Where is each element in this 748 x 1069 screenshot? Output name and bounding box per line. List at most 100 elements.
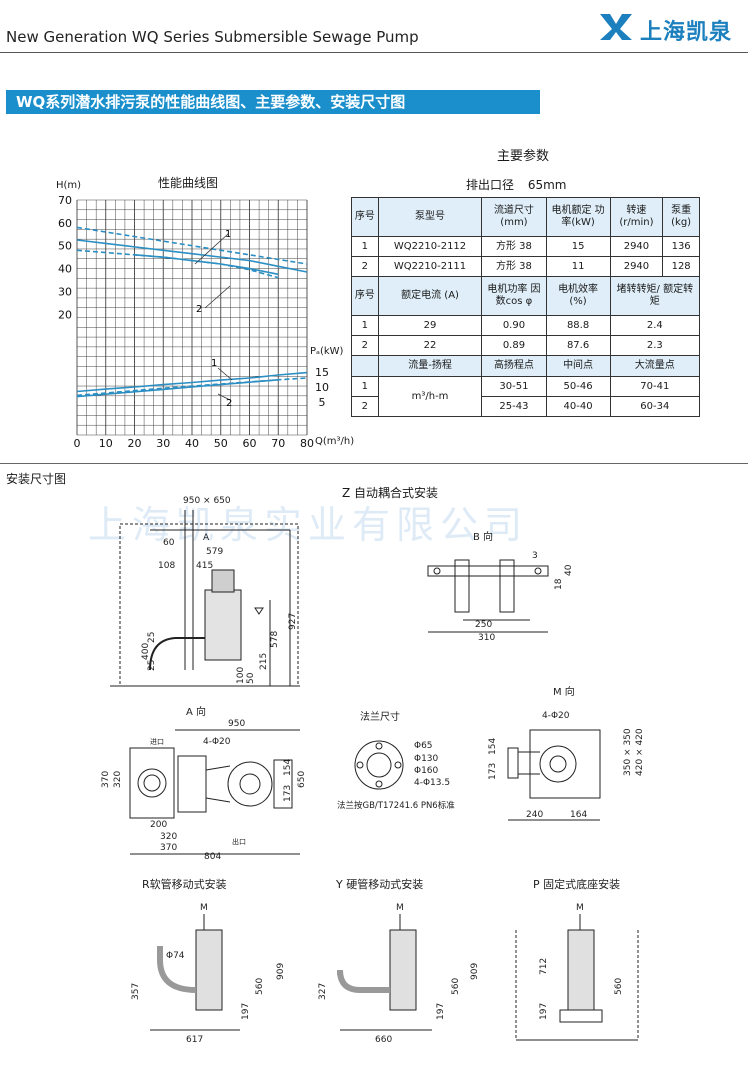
p-install-drawing: M 712 560 197 <box>515 903 639 1041</box>
table-cell: 2.3 <box>609 335 701 356</box>
y-dim-197: 197 <box>436 1003 446 1020</box>
m-dim-420x420: 420 × 420 <box>635 728 645 776</box>
table-header-cell: 电机效率 (%) <box>545 276 611 316</box>
table-cell: 2.4 <box>609 315 701 336</box>
y-dim-327: 327 <box>318 983 328 1000</box>
b-dim-3: 3 <box>532 551 538 561</box>
a-dim-173: 173 <box>283 785 293 802</box>
params-title: 主要参数 <box>497 149 550 164</box>
power-label-1: 1 <box>211 358 217 369</box>
table-cell: 22 <box>377 335 483 356</box>
flange-dim-phi160: Φ160 <box>414 766 439 776</box>
table-cell: 25-43 <box>481 396 547 417</box>
x-tick-label: 30 <box>156 437 170 450</box>
table-cell: 11 <box>545 256 611 277</box>
r-dim-357: 357 <box>131 983 141 1000</box>
table-header-cell: 堵转转矩/ 额定转矩 <box>609 276 701 316</box>
m-dim-4phi20: 4-Φ20 <box>542 711 570 721</box>
z-dim-25a: 25 <box>147 632 157 643</box>
y-dim-560: 560 <box>451 978 461 995</box>
table-row: 2 25-43 40-40 60-34 <box>351 396 701 417</box>
r-dim-560: 560 <box>255 978 265 995</box>
table-cell: 88.8 <box>545 315 611 336</box>
y-tick-label: 20 <box>58 308 72 321</box>
y-dim-m: M <box>396 903 404 913</box>
z-dim-a: A <box>203 533 210 543</box>
y-dim-660: 660 <box>375 1035 392 1045</box>
m-view-drawing: M 向 4-Φ20 154 173 350 × 350 420 × 420 24… <box>488 685 645 821</box>
logo-text: 上海凯泉 <box>640 20 733 45</box>
b-dim-250: 250 <box>475 620 492 630</box>
table-header-cell: 电机额定 功率(kW) <box>545 197 611 237</box>
table-row: 2 22 0.89 87.6 2.3 <box>351 335 701 356</box>
a-label-inlet: 进口 <box>150 738 164 746</box>
m-dim-350x350: 350 × 350 <box>623 728 633 776</box>
installation-drawings: 950 × 650 60 579 108 415 400 25 25 927 5… <box>101 496 645 1045</box>
section-banner: WQ系列潜水排污泵的性能曲线图、主要参数、安装尺寸图 <box>6 90 540 114</box>
table-row: 2 WQ2210-2111 方形 38 11 2940 128 <box>351 256 700 277</box>
table-header-cell: 泵型号 <box>377 197 483 237</box>
series-line-p-2-solid <box>76 379 279 398</box>
p-dim-560: 560 <box>614 978 624 995</box>
p-dim-712: 712 <box>539 958 549 975</box>
p-dim-m: M <box>576 903 584 913</box>
table-cell: 2 <box>351 396 379 417</box>
table-cell: 29 <box>377 315 483 336</box>
z-dim-215: 215 <box>259 653 269 670</box>
table-header-row: 序号 额定电流 (A) 电机功率 因数cos φ 电机效率 (%) 堵转转矩/ … <box>351 276 701 316</box>
z-dim-108: 108 <box>158 561 175 571</box>
chart-title: 性能曲线图 <box>158 176 219 190</box>
r-install-title: R软管移动式安装 <box>142 877 227 891</box>
m-dim-164: 164 <box>570 810 587 820</box>
y-dim-909: 909 <box>470 963 480 980</box>
flange-note: 法兰按GB/T17241.6 PN6标准 <box>337 800 455 811</box>
table-header-cell: 泵重 (kg) <box>662 197 700 237</box>
flange-title: 法兰尺寸 <box>360 710 400 723</box>
a-dim-154: 154 <box>283 759 293 776</box>
x-tick-label: 10 <box>99 437 113 450</box>
table-cell: WQ2210-2111 <box>377 256 483 277</box>
table-row: 1 29 0.90 88.8 2.4 <box>351 315 701 336</box>
table-header-row: 序号 泵型号 流道尺寸 (mm) 电机额定 功率(kW) 转速 (r/min) … <box>351 197 700 237</box>
table-cell: 15 <box>545 236 611 257</box>
table-cell: WQ2210-2112 <box>377 236 483 257</box>
table-cell: 1 <box>351 236 379 257</box>
flange-dim-phi130: Φ130 <box>414 754 439 764</box>
a-dim-950: 950 <box>228 719 245 729</box>
power-2-leader <box>217 393 231 401</box>
a-view-drawing: A 向 950 4-Φ20 进口 370 320 154 173 650 200… <box>101 705 307 862</box>
table-header-cell: 流道尺寸 (mm) <box>481 197 547 237</box>
series-line-h-1-solid <box>76 239 308 273</box>
x-tick-label: 0 <box>74 437 81 450</box>
table-header-cell: 额定电流 (A) <box>377 276 483 316</box>
watermark: 上海凯泉实业有限公司 <box>88 503 529 547</box>
z-dim-415: 415 <box>196 561 213 571</box>
p-tick-label: 15 <box>315 366 329 379</box>
a-dim-320b: 320 <box>160 832 177 842</box>
power-label-2: 2 <box>226 398 232 409</box>
table-cell: 136 <box>662 236 700 257</box>
a-dim-370: 370 <box>101 771 111 788</box>
a-view-label: A 向 <box>186 705 206 718</box>
table-cell: 1 <box>351 315 379 336</box>
a-dim-320: 320 <box>113 771 123 788</box>
table-header-cell <box>351 355 379 377</box>
a-dim-4phi20: 4-Φ20 <box>203 737 231 747</box>
series-line-h-2-solid <box>134 254 279 276</box>
z-dim-100: 100 <box>236 667 246 684</box>
z-dim-927: 927 <box>288 613 298 630</box>
r-dim-phi74: Φ74 <box>166 951 185 961</box>
table-cell: 2940 <box>609 256 664 277</box>
table-cell: 2940 <box>609 236 664 257</box>
m-dim-173: 173 <box>488 763 498 780</box>
kaiquan-logo-icon <box>600 14 632 40</box>
series-line-h-2-dashed <box>76 249 279 279</box>
table-header-cell: 高扬程点 <box>481 355 547 377</box>
z-dim-25b: 25 <box>147 660 157 671</box>
table-cell: 40-40 <box>545 396 611 417</box>
b-dim-310: 310 <box>478 633 495 643</box>
a-label-outlet: 出口 <box>232 837 246 846</box>
y-tick-label: 30 <box>58 285 72 298</box>
z-dim-50: 50 <box>246 672 256 684</box>
